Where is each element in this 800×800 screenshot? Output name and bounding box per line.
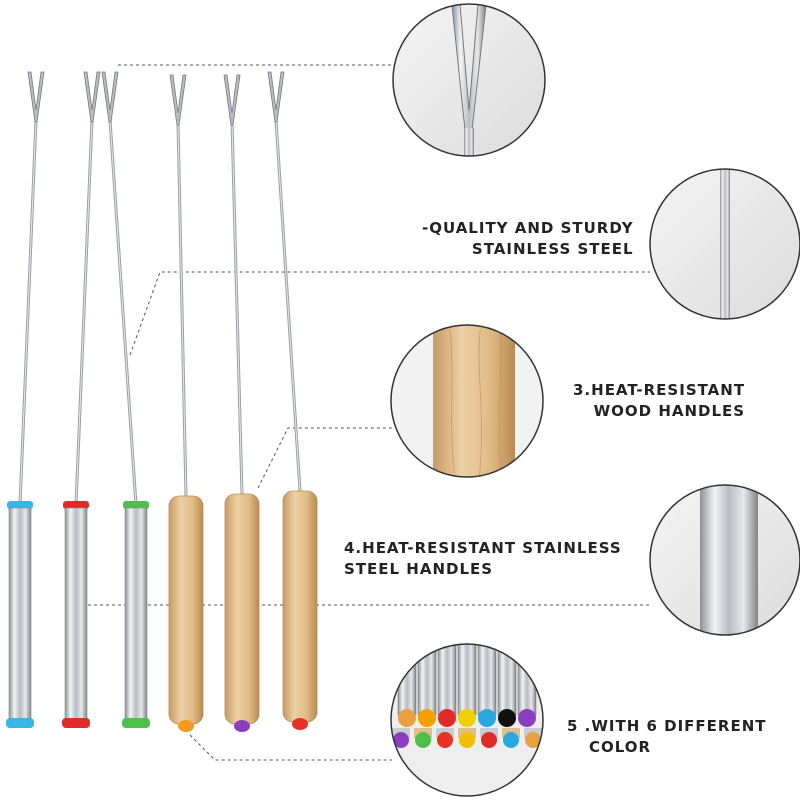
fork	[267, 71, 318, 730]
fork-tines	[169, 74, 187, 126]
closeup-cap	[478, 709, 496, 727]
closeup-cap	[525, 732, 541, 748]
wood-handle	[168, 495, 204, 725]
handle-top-ring	[7, 501, 33, 509]
feature-line: WOOD HANDLES	[593, 402, 746, 420]
wood-handle	[224, 493, 260, 725]
fork	[223, 74, 260, 732]
rod-closeup-circle	[649, 168, 800, 320]
handle-end-cap	[6, 718, 34, 728]
feature-line: STEEL HANDLES	[344, 560, 494, 578]
fork-rod-highlight	[231, 122, 243, 495]
leader-line-rod	[129, 271, 650, 356]
fork-set	[6, 71, 318, 732]
fork-rod-highlight	[109, 119, 137, 506]
closeup-cap	[498, 709, 516, 727]
closeup-handle	[457, 644, 477, 716]
fork	[6, 71, 45, 728]
closeup-handle	[397, 644, 417, 716]
handle-end-cap	[122, 718, 150, 728]
handle-top-ring	[123, 501, 149, 509]
closeup-cap	[398, 709, 416, 727]
leader-line-wood	[257, 427, 392, 489]
closeup-cap	[518, 709, 536, 727]
fork-rod-highlight	[19, 119, 37, 506]
fork-tines	[267, 71, 285, 123]
closeup-cap	[418, 709, 436, 727]
feature-line: 4.HEAT-RESISTANT STAINLESS	[344, 539, 622, 557]
fork	[168, 74, 204, 732]
feature-line: COLOR	[589, 738, 652, 756]
closeup-cap	[503, 732, 519, 748]
colored-caps-closeup-circle	[390, 643, 544, 797]
closeup-handle	[517, 644, 537, 716]
fork	[101, 71, 150, 728]
steel-handle-closeup-circle	[649, 484, 800, 636]
leader-line-caps	[189, 734, 392, 761]
feature-line: -QUALITY AND STURDY	[422, 219, 634, 237]
handle-end-cap	[178, 720, 194, 732]
steel-handle	[64, 507, 88, 720]
closeup-cap	[438, 709, 456, 727]
fork-rod-highlight	[275, 119, 301, 492]
tines-closeup-circle	[392, 3, 546, 157]
wood-handle	[282, 490, 318, 723]
steel-handle	[124, 507, 148, 720]
feature-line: 3.HEAT-RESISTANT	[573, 381, 746, 399]
feature-line: 5 .WITH 6 DIFFERENT	[567, 717, 767, 735]
feature-line: STAINLESS STEEL	[471, 240, 634, 258]
feature-wood-handles: 3.HEAT-RESISTANT WOOD HANDLES	[573, 380, 745, 422]
closeup-cap	[437, 732, 453, 748]
handle-end-cap	[292, 718, 308, 730]
fork	[62, 71, 101, 728]
fork-tines	[223, 74, 241, 126]
feature-six-colors: 5 .WITH 6 DIFFERENT COLOR	[567, 716, 767, 758]
feature-steel-handles: 4.HEAT-RESISTANT STAINLESS STEEL HANDLES	[344, 538, 622, 580]
fork-tines	[83, 71, 101, 123]
fork-rod-highlight	[177, 122, 187, 497]
closeup-cap	[458, 709, 476, 727]
closeup-handle	[437, 644, 457, 716]
fork-tines	[101, 71, 119, 123]
fork-rod-highlight	[75, 119, 93, 506]
handle-top-ring	[63, 501, 89, 509]
feature-stainless-steel: -QUALITY AND STURDY STAINLESS STEEL	[372, 218, 634, 260]
fork-tines	[27, 71, 45, 123]
closeup-cap	[415, 732, 431, 748]
closeup-cap	[459, 732, 475, 748]
wood-handle-closeup-circle	[390, 324, 544, 478]
closeup-cap	[481, 732, 497, 748]
handle-end-cap	[62, 718, 90, 728]
closeup-cap	[393, 732, 409, 748]
handle-end-cap	[234, 720, 250, 732]
closeup-handle	[477, 644, 497, 716]
leader-lines	[88, 64, 652, 761]
steel-handle	[8, 507, 32, 720]
